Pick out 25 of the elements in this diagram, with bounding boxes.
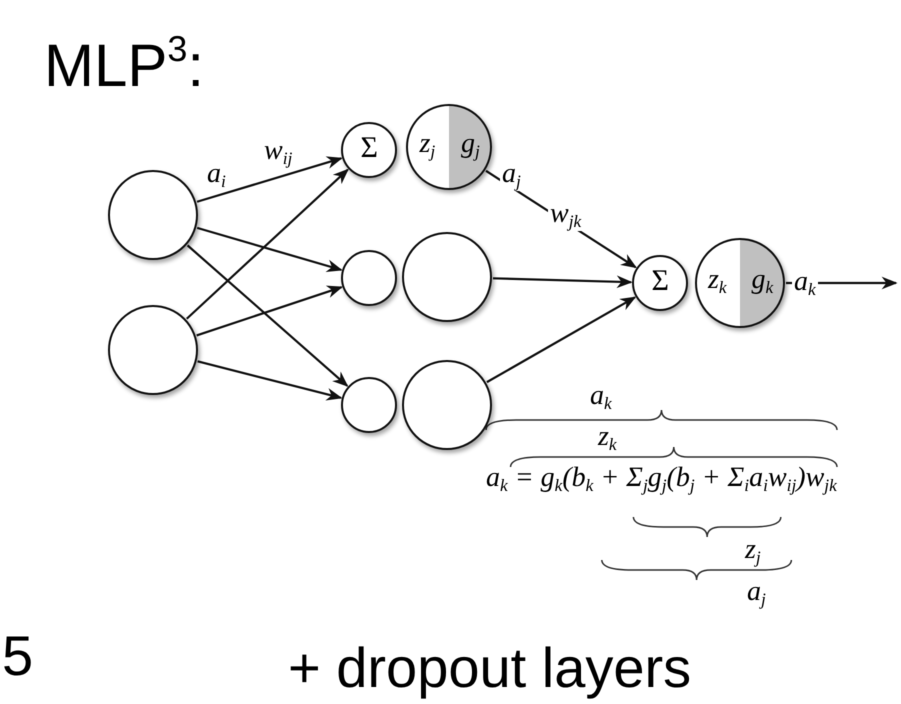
math-label: z$_{k}$	[708, 266, 727, 296]
arrow	[186, 168, 349, 320]
arrow	[492, 275, 633, 288]
arrow	[196, 226, 343, 272]
math-label: z$_{j}$	[745, 536, 761, 567]
math-label: g$_{j}$	[461, 130, 480, 160]
neuron-circle	[341, 250, 397, 306]
arrow	[196, 156, 343, 203]
sigma-symbol: Σ	[360, 133, 378, 163]
formula: a$_{k}$ = g$_{k}$(b$_{k}$ + Σ$_{j}$g$_{j}$(b$_{j}$ + Σ$_{i}$a$_{i}$w$_{ij}$)w$_{jk}$	[486, 464, 837, 495]
title: MLP$^{3}$:	[44, 36, 204, 96]
arrow	[186, 244, 348, 387]
summation-circle	[341, 122, 397, 178]
text-label: 5	[2, 628, 34, 684]
arrow	[486, 296, 636, 384]
math-label: a$_{j}$	[747, 578, 766, 609]
arrow	[197, 360, 342, 400]
arrow	[196, 286, 343, 336]
math-label: z$_{j}$	[420, 130, 436, 160]
summation-circle	[632, 255, 688, 311]
math-label: g$_{k}$	[752, 266, 774, 296]
math-label: z$_{k}$	[598, 423, 617, 454]
math-label: a$_{k}$	[590, 382, 612, 413]
sigma-symbol: Σ	[652, 266, 669, 296]
neuron-circle	[341, 377, 397, 433]
